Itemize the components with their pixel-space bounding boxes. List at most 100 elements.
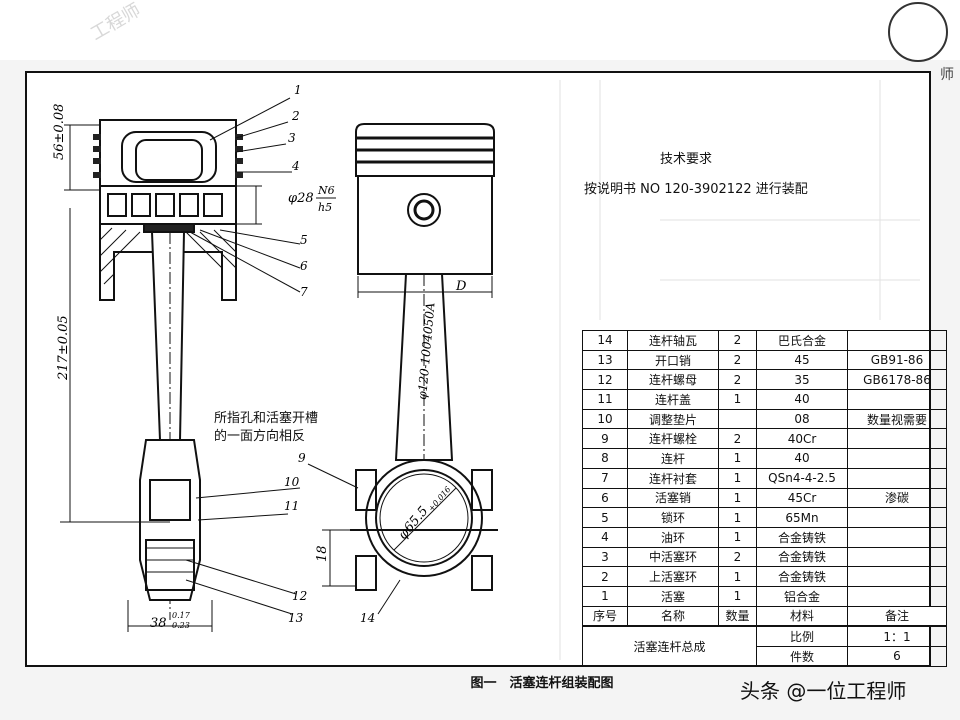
bom-cell: 2 (718, 349, 757, 371)
dim-piston-diameter: D (455, 279, 467, 294)
bom-cell: 8 (582, 448, 628, 469)
bom-cell: 中活塞环 (627, 546, 719, 568)
bom-cell: 08 (756, 408, 848, 430)
bom-cell: 2 (582, 566, 628, 587)
bom-cell: 5 (582, 507, 628, 528)
bom-cell: 2 (718, 546, 757, 568)
leader-12: 12 (292, 589, 307, 603)
bom-cell: 1 (718, 467, 757, 489)
leader-10: 10 (284, 475, 300, 489)
section-view (93, 119, 243, 620)
figure-caption: 图一 活塞连杆组装配图 (470, 676, 614, 691)
front-view (350, 123, 498, 591)
assembly-name: 活塞连杆总成 (582, 625, 757, 667)
bom-cell (847, 566, 947, 587)
bom-cell: 4 (582, 526, 628, 548)
leader-3: 3 (288, 131, 296, 145)
bom-cell: 连杆盖 (627, 389, 719, 410)
dim-bottom-tol-down: 0.23 (172, 621, 190, 630)
bom-cell: 活塞销 (627, 487, 719, 509)
bom-cell: GB91-86 (847, 349, 947, 371)
leader-9: 9 (298, 451, 306, 465)
bom-cell: 调整垫片 (627, 408, 719, 430)
leader-numbers: 1 2 3 4 5 6 7 9 10 11 12 13 14 (284, 83, 375, 625)
bom-cell (847, 526, 947, 548)
bom-cell: 9 (582, 428, 628, 450)
bom-cell (847, 448, 947, 469)
dim-bottom-tol-up: 0.17 (172, 611, 191, 620)
leader-2: 2 (291, 109, 300, 123)
bom-cell: 40Cr (756, 428, 848, 450)
watermark-right: 师 (940, 67, 954, 83)
bom-cell: 合金铸铁 (756, 526, 848, 548)
leader-4: 4 (291, 159, 300, 173)
bom-cell: 锁环 (627, 507, 719, 528)
bom-cell: 连杆轴瓦 (627, 330, 719, 351)
bom-cell: 2 (718, 330, 757, 351)
bom-cell: 45Cr (756, 487, 848, 509)
bom-header-row: 序号名称数量材料备注 (582, 605, 947, 627)
bom-cell: 1 (718, 526, 757, 548)
bom-cell: 连杆 (627, 448, 719, 469)
bom-cell: 铝合金 (756, 585, 848, 607)
bom-cell: GB6178-86 (847, 369, 947, 391)
leader-6: 6 (300, 259, 308, 273)
bom-cell (847, 585, 947, 607)
bom-cell (718, 408, 757, 430)
bom-cell: 7 (582, 467, 628, 489)
scale-value: 1：1 (847, 625, 947, 648)
bom-header-cell: 数量 (718, 605, 757, 627)
bom-cell: 连杆衬套 (627, 467, 719, 489)
bom-cell: 12 (582, 369, 628, 391)
bom-cell: 13 (582, 349, 628, 371)
bom-cell: 合金铸铁 (756, 566, 848, 587)
leader-13: 13 (288, 611, 304, 625)
front-dimensions (322, 276, 493, 587)
bom-cell: 连杆螺栓 (627, 428, 719, 450)
bom-cell: 1 (718, 566, 757, 587)
bom-cell: 11 (582, 389, 628, 410)
bom-cell: 3 (582, 546, 628, 568)
bom-cell: 6 (582, 487, 628, 509)
assembly-note-line-1: 所指孔和活塞开槽 (214, 411, 319, 426)
scale-label: 比例 (756, 625, 848, 648)
tech-requirements-title: 技术要求 (660, 152, 713, 167)
bom-cell (847, 546, 947, 568)
bom-cell: QSn4-4-2.5 (756, 467, 848, 489)
seal-stamp (888, 2, 948, 62)
bom-cell: 数量视需要 (847, 408, 947, 430)
assembly-note-line-2: 的一面方向相反 (214, 429, 306, 444)
bom-cell: 1 (718, 585, 757, 607)
bom-cell: 合金铸铁 (756, 546, 848, 568)
dim-fit-numerator: N6 (317, 184, 335, 197)
bom-cell: 油环 (627, 526, 719, 548)
bom-header-cell: 名称 (627, 605, 719, 627)
bom-cell: 1 (718, 507, 757, 528)
count-label: 件数 (756, 646, 848, 667)
section-dimensions (60, 124, 262, 632)
leader-7: 7 (300, 285, 308, 299)
bom-cell: 35 (756, 369, 848, 391)
bom-cell: 45 (756, 349, 848, 371)
bom-cell: 40 (756, 448, 848, 469)
dim-fit-denominator: h5 (318, 201, 332, 214)
dim-top-height: 56±0.08 (52, 104, 67, 160)
tech-requirements-body: 按说明书 NO 120-3902122 进行装配 (584, 182, 808, 197)
bom-cell: 巴氏合金 (756, 330, 848, 351)
leader-14: 14 (360, 611, 375, 625)
bom-cell: 2 (718, 428, 757, 450)
bom-cell (847, 428, 947, 450)
leader-1: 1 (294, 83, 302, 97)
